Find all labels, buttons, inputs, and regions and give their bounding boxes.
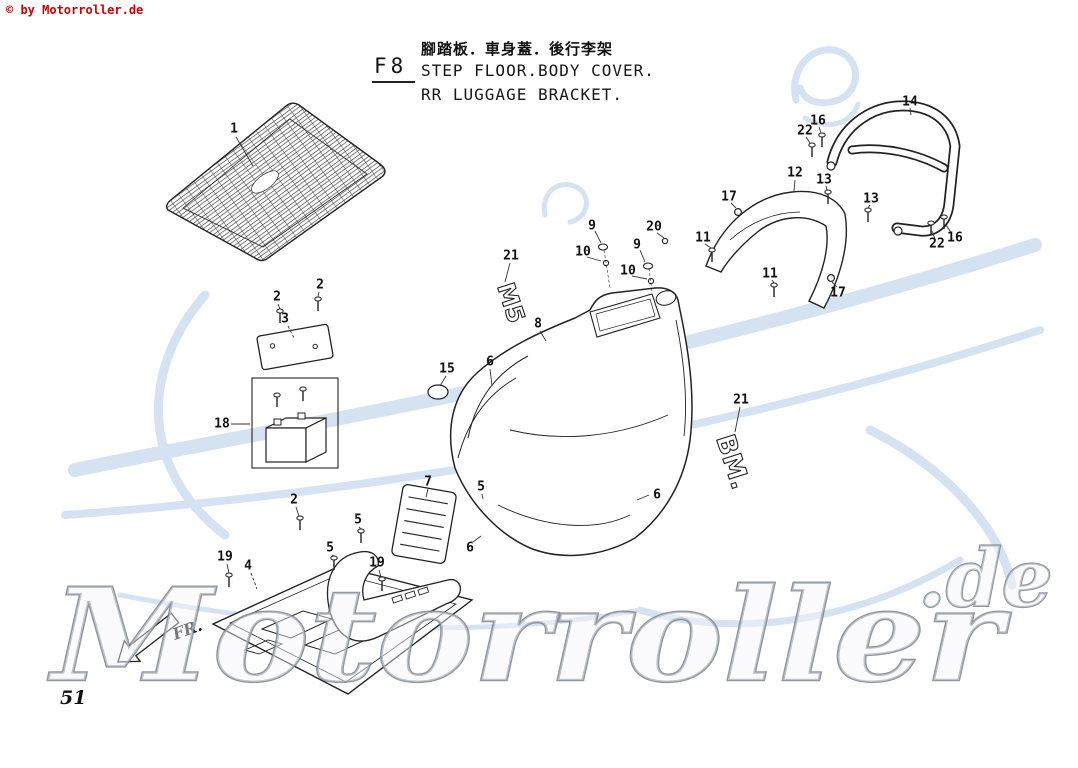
copyright-notice: © by Motorroller.de xyxy=(6,3,144,17)
oval-cap xyxy=(427,384,449,400)
figure-code: F8 xyxy=(372,54,416,83)
rear-emblem: BM. xyxy=(709,431,755,493)
rear-luggage-bracket xyxy=(808,100,961,237)
rear-handle-cover xyxy=(705,189,848,309)
front-emblem: M5 xyxy=(491,279,530,326)
title-chinese: 腳踏板．車身蓋．後行李架 xyxy=(421,40,614,58)
tunnel-cover xyxy=(326,528,462,642)
front-direction-arrow: FR. xyxy=(117,612,205,663)
body-cover xyxy=(449,287,693,557)
seat-hinge-washers xyxy=(597,237,669,293)
center-grille-cover xyxy=(391,484,457,564)
leader-lines xyxy=(226,107,953,590)
battery xyxy=(251,377,339,469)
title-line-1: STEP FLOOR.BODY COVER. xyxy=(421,61,655,80)
step-floor-mat xyxy=(165,102,386,262)
mounting-plate xyxy=(256,296,334,371)
page-number: 51 xyxy=(60,687,87,709)
title-line-2: RR LUGGAGE BRACKET. xyxy=(421,85,624,104)
